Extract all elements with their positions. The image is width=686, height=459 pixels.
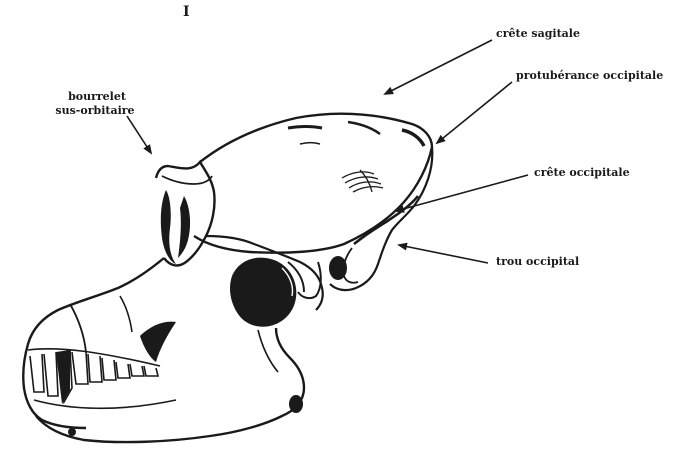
orbit-shadow (161, 190, 176, 264)
orbit-shadow (178, 196, 190, 258)
angle-mark (289, 395, 303, 413)
occipital-condyle (329, 256, 347, 280)
label-bourrelet-line2: sus-orbitaire (50, 104, 140, 117)
arrow-crete-occipitale (396, 175, 528, 211)
mandible-line (34, 400, 176, 408)
cranial-vault-outline (194, 114, 432, 253)
arrow-protuberance-occipitale (437, 82, 512, 143)
mandible-outline (36, 328, 304, 442)
upper-teeth (30, 350, 158, 402)
label-crete-sagitale: crête sagitale (496, 27, 580, 40)
arrow-crete-sagitale (385, 40, 492, 94)
temporal-fossa (230, 258, 296, 327)
arrow-trou-occipital (399, 245, 488, 263)
maxilla-line (120, 296, 132, 332)
mental-foramen (68, 428, 76, 436)
vault-marking (402, 130, 424, 146)
temporal-hatching (342, 170, 383, 192)
label-crete-occipitale: crête occipitale (534, 166, 630, 179)
nasal-line (70, 304, 86, 352)
label-protuberance-occipitale: protubérance occipitale (516, 69, 686, 82)
label-trou-occipital: trou occipital (496, 255, 579, 268)
vault-marking (348, 122, 380, 134)
ramus-line (258, 330, 278, 372)
arrow-bourrelet (127, 116, 151, 153)
orbit-rim (162, 176, 212, 184)
vault-marking (300, 143, 320, 145)
gum-line (28, 349, 160, 366)
label-bourrelet-line1: bourrelet (56, 90, 138, 103)
figure-number: I (183, 6, 190, 19)
maxilla-shadow (140, 322, 176, 362)
vault-marking (288, 127, 322, 129)
